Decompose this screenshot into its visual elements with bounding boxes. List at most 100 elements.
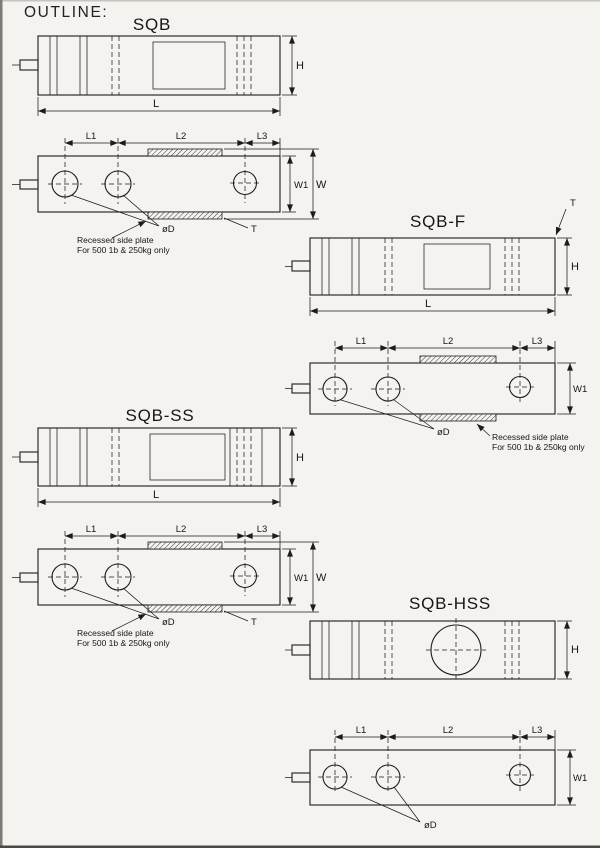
sqbhss-top-view: L1 L2 L3 W1 øD xyxy=(285,725,587,831)
note-leader-arrow xyxy=(111,613,147,632)
center-lines-horizontal xyxy=(48,575,260,578)
sqbss-side-view: H L xyxy=(12,427,304,507)
mounting-hole-middle xyxy=(375,376,401,402)
recessed-plate-bottom xyxy=(419,413,497,422)
dim-label-l1: L1 xyxy=(86,131,97,142)
dim-label-w: W xyxy=(316,572,327,584)
hidden-lines xyxy=(384,621,520,679)
dim-label-l3: L3 xyxy=(532,725,543,736)
sqbss-top-view: L1 L2 L3 W1 W øD T Recessed side plate F xyxy=(12,524,327,648)
sqbhss-side-view: H xyxy=(285,618,579,682)
dim-label-l3: L3 xyxy=(532,336,543,347)
cable-stub xyxy=(291,260,311,272)
recessed-plate-top xyxy=(147,148,223,157)
center-lines-vertical xyxy=(64,138,246,204)
note-line-1: Recessed side plate xyxy=(77,235,154,245)
dim-label-l1: L1 xyxy=(86,524,97,535)
cable-stub xyxy=(291,383,311,394)
plate-thickness-leader xyxy=(223,217,249,229)
sqbf-title: SQB-F xyxy=(410,212,466,231)
center-lines-vertical xyxy=(334,341,521,406)
note-line-2: For 500 1b & 250kg only xyxy=(77,245,170,255)
dim-label-w1: W1 xyxy=(573,384,587,395)
hidden-lines xyxy=(111,36,252,95)
hidden-lines xyxy=(111,428,252,486)
dim-label-h: H xyxy=(571,261,579,273)
sqbss-title: SQB-SS xyxy=(125,406,194,425)
mounting-hole-right xyxy=(232,170,258,196)
dim-label-l: L xyxy=(425,298,431,310)
recessed-plate-bottom xyxy=(147,604,223,613)
dim-label-w1: W1 xyxy=(294,573,308,584)
cable-stub xyxy=(19,59,39,71)
dim-label-l: L xyxy=(153,489,159,501)
dim-label-l3: L3 xyxy=(257,524,268,535)
dim-label-l: L xyxy=(153,98,159,110)
dim-ext-lines-h xyxy=(557,237,572,296)
dim-label-w1: W1 xyxy=(573,773,587,784)
dim-ext-lines-w xyxy=(224,148,319,220)
dim-label-l2: L2 xyxy=(176,524,187,535)
body-outline xyxy=(309,237,556,296)
sqbf-drawing: SQB-F T H L L1 L2 L3 xyxy=(285,198,587,452)
sqbhss-title: SQB-HSS xyxy=(409,594,491,613)
cable-stub xyxy=(291,772,311,783)
plate-thickness-label: T xyxy=(570,198,576,209)
mounting-hole-left xyxy=(322,764,348,790)
dim-label-l3: L3 xyxy=(257,131,268,142)
mounting-hole-right xyxy=(508,763,532,787)
section-lines xyxy=(321,238,360,295)
dim-ext-lines-h xyxy=(282,427,297,487)
dim-label-l1: L1 xyxy=(356,336,367,347)
sqb-title: SQB xyxy=(133,15,171,34)
plate-thickness-leader xyxy=(223,610,249,622)
hole-diameter-leader xyxy=(70,587,160,620)
mounting-hole-middle xyxy=(104,563,132,591)
center-lines-horizontal xyxy=(318,386,534,390)
recessed-plate-top xyxy=(147,541,223,550)
dim-label-l2: L2 xyxy=(176,131,187,142)
hole-diameter-label: øD xyxy=(424,820,437,831)
hole-diameter-leader xyxy=(70,194,160,227)
plate-thickness-label: T xyxy=(251,617,257,628)
sqbhss-drawing: SQB-HSS H L1 L2 L3 xyxy=(285,594,587,831)
section-lines xyxy=(49,428,263,486)
plate-thickness-leader xyxy=(555,208,567,236)
note-leader-arrow xyxy=(111,220,147,239)
dim-label-h: H xyxy=(296,60,304,72)
dim-label-l1: L1 xyxy=(356,725,367,736)
mounting-hole-left xyxy=(51,170,79,198)
page-title: OUTLINE: xyxy=(24,4,108,21)
scan-edge-top xyxy=(0,0,600,2)
recessed-plate-bottom xyxy=(147,211,223,220)
mounting-hole-left xyxy=(322,376,348,402)
plate-thickness-label: T xyxy=(251,224,257,235)
section-lines xyxy=(321,621,360,679)
sqbss-drawing: SQB-SS H L L1 L2 L3 xyxy=(12,406,327,648)
note-line-1: Recessed side plate xyxy=(77,628,154,638)
sqb-side-view: H L xyxy=(12,35,304,116)
dim-ext-lines-w xyxy=(224,541,319,613)
hole-diameter-label: øD xyxy=(162,617,175,628)
mounting-hole-middle xyxy=(375,764,401,790)
cable-stub xyxy=(19,572,39,583)
nameplate xyxy=(423,243,491,290)
sqbf-top-view: L1 L2 L3 W1 øD Recessed side plate For 5… xyxy=(285,336,587,452)
seal-center-lines xyxy=(426,618,486,682)
scan-edge-left xyxy=(0,0,3,848)
mounting-hole-right xyxy=(508,375,532,399)
hole-diameter-leader xyxy=(340,399,435,430)
recessed-plate-top xyxy=(419,355,497,364)
dim-ext-lines-h xyxy=(557,620,572,680)
note-line-2: For 500 1b & 250kg only xyxy=(77,638,170,648)
sqb-drawing: SQB H L L1 L2 L3 xyxy=(12,15,327,255)
mounting-hole-right xyxy=(232,563,258,589)
dim-label-h: H xyxy=(296,452,304,464)
dim-label-l2: L2 xyxy=(443,725,454,736)
dim-label-w1: W1 xyxy=(294,180,308,191)
note-leader-arrow xyxy=(476,423,491,437)
mounting-hole-left xyxy=(51,563,79,591)
nameplate xyxy=(149,433,226,481)
dim-label-w: W xyxy=(316,179,327,191)
